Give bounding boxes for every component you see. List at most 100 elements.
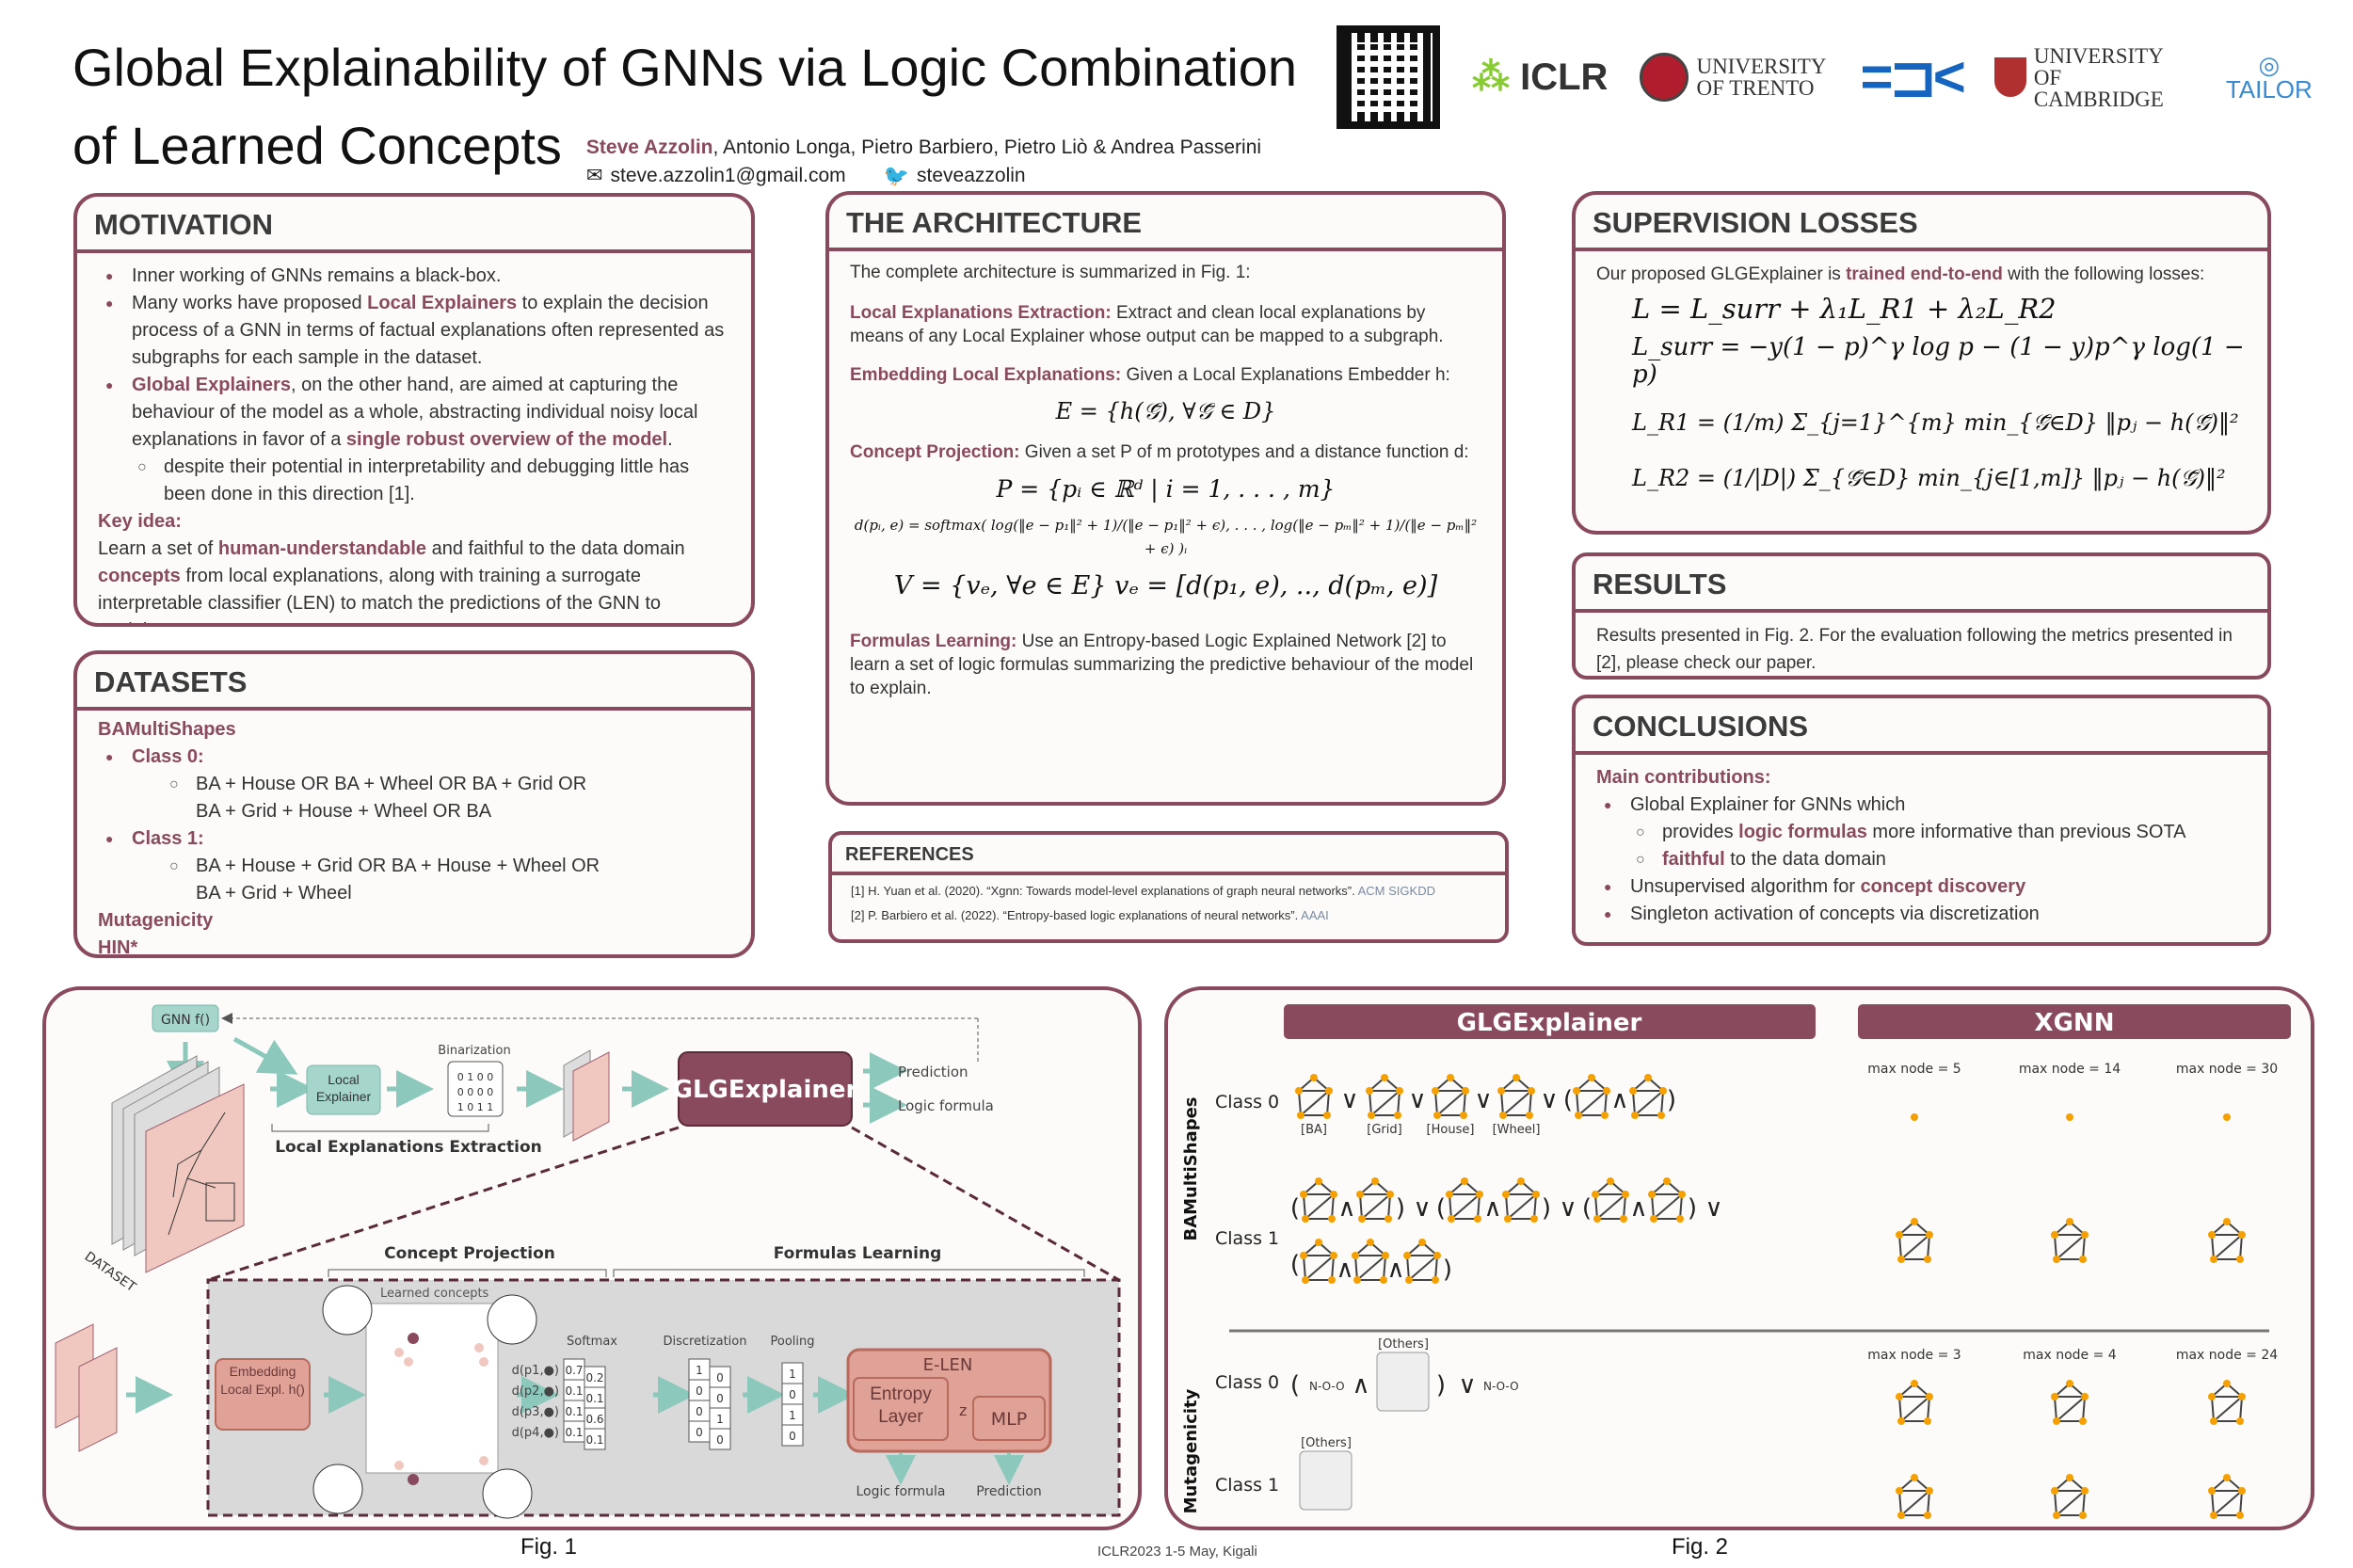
xgnn-molecule — [2208, 1474, 2246, 1519]
motif — [1446, 1177, 1483, 1223]
learned-concepts-label: Learned concepts — [380, 1287, 489, 1301]
mlp-box — [972, 1396, 1046, 1441]
xgnn-header — [1858, 1004, 2291, 1039]
email[interactable]: ✉steve.azzolin1@gmail.com — [586, 162, 846, 190]
figure-1: GNN f() DATASET Local Explainer Binariza… — [42, 986, 1142, 1530]
qr-code[interactable] — [1337, 25, 1440, 129]
xgnn-graph — [2051, 1218, 2089, 1263]
arch-intro: The complete architecture is summarized … — [850, 263, 1251, 282]
glg-header-label: GLGExplainer — [1457, 1009, 1642, 1037]
motif-label: [Wheel] — [1493, 1123, 1541, 1137]
glgexplainer-label: GLGExplainer — [673, 1076, 858, 1104]
motif — [1403, 1239, 1441, 1284]
twitter[interactable]: 🐦steveazzolin — [884, 162, 1026, 190]
equation: L_R1 = (1/m) Σ_{j=1}^{m} min_{𝒢̄∈D} ‖pⱼ … — [1632, 409, 2239, 436]
logic-operator: ∧ — [1337, 1194, 1355, 1223]
vector-value: 0 — [716, 1371, 724, 1384]
distance-labels: d(p1,●)d(p2,●)d(p3,●)d(p4,●) — [512, 1364, 559, 1440]
vector-value: 0 — [696, 1384, 703, 1398]
local-explainer-label: Local Explainer — [315, 1072, 372, 1104]
logic-operator: ) — [1688, 1194, 1697, 1223]
ba-motif — [1295, 1074, 1333, 1119]
xgnn-node — [1911, 1113, 1918, 1121]
prediction-output: Prediction — [898, 1064, 968, 1080]
discretization-label: Discretization — [663, 1335, 746, 1349]
vector-value: 1 — [716, 1413, 724, 1426]
poster-title: Global Explainability of GNNs via Logic … — [72, 38, 1298, 175]
concept-house-bubble — [312, 1464, 363, 1514]
atom: N-O-O — [1483, 1380, 1519, 1393]
logic-operator: ) — [1436, 1371, 1446, 1400]
losses-panel: SUPERVISION LOSSES Our proposed GLGExpla… — [1572, 191, 2271, 535]
xgnn-header-label: XGNN — [2035, 1009, 2115, 1037]
arch-step: Concept Projection: Given a set P of m p… — [850, 442, 1469, 462]
logic-operator: ∨ — [1458, 1371, 1476, 1400]
vector-value: 0 — [696, 1426, 703, 1439]
embedding-label: Embedding Local Expl. h() — [220, 1364, 305, 1397]
fig2-caption: Fig. 2 — [1672, 1534, 1729, 1560]
venue-link[interactable]: ACM SIGKDD — [1357, 884, 1435, 898]
concept-grid-bubble — [322, 1285, 373, 1336]
reference: [2] P. Barbiero et al. (2022). “Entropy-… — [851, 908, 1329, 922]
logic-operator: ( — [1436, 1194, 1446, 1223]
bullet: Inner working of GNNs remains a black-bo… — [98, 263, 730, 290]
elen-label: E-LEN — [923, 1355, 973, 1375]
fbk-logo: =⊐< — [1860, 45, 1965, 108]
equation: L = L_surr + λ₁L_R1 + λ₂L_R2 — [1632, 293, 2057, 325]
others-label: [Others] — [1378, 1337, 1429, 1352]
iclr-logo: ⁂ ICLR — [1472, 56, 1609, 98]
elen-prediction: Prediction — [976, 1484, 1042, 1499]
logic-operator: ∨ — [1540, 1086, 1558, 1114]
xgnn-graphs — [1896, 1113, 2246, 1519]
conclusions-heading: CONCLUSIONS — [1576, 698, 2267, 755]
distance-label: d(p3,●) — [512, 1405, 559, 1419]
vector-value: 0 — [789, 1388, 796, 1401]
motif — [1502, 1177, 1540, 1223]
entropy-layer-box — [853, 1377, 949, 1441]
vector-value: 0.1 — [565, 1384, 583, 1398]
logic-operator: ∧ — [1336, 1256, 1353, 1284]
vector-value: 0 — [789, 1430, 796, 1443]
logic-operator: ∧ — [1483, 1194, 1501, 1223]
concept-projection-label: Concept Projection — [384, 1244, 555, 1263]
dataset-name: HIN* — [98, 937, 138, 958]
architecture-diagram: GNN f() DATASET Local Explainer Binariza… — [55, 1004, 1121, 1519]
sub-bullet: provides logic formulas more informative… — [1596, 819, 2247, 846]
logic-operator: ∨ — [1559, 1194, 1577, 1223]
xgnn-molecule — [1896, 1474, 1933, 1519]
logic-operator: ∧ — [1610, 1086, 1628, 1114]
motif-label: [BA] — [1301, 1123, 1327, 1137]
author-block: Steve Azzolin, Antonio Longa, Pietro Bar… — [586, 134, 1261, 192]
twitter-handle: steveazzolin — [917, 165, 1026, 186]
max-node-label: max node = 5 — [1867, 1062, 1961, 1077]
max-node-label: max node = 30 — [2176, 1062, 2278, 1077]
mail-icon: ✉ — [585, 165, 603, 186]
contributions-label: Main contributions: — [1596, 767, 1771, 788]
losses-intro: Our proposed GLGExplainer is trained end… — [1596, 264, 2205, 284]
class0-formula: ∨∨∨∨(∧) — [1295, 1074, 1676, 1119]
xgnn-molecule — [2051, 1474, 2089, 1519]
vector-cell — [584, 1428, 606, 1450]
motif-label: [House] — [1427, 1123, 1475, 1137]
venue-link[interactable]: AAAI — [1301, 908, 1329, 922]
equation: d(pᵢ, e) = softmax( log(‖e − p₁‖² + 1)/(… — [854, 517, 1478, 557]
footer: ICLR2023 1-5 May, Kigali — [1097, 1544, 1257, 1560]
svg-text:1 0 1 1: 1 0 1 1 — [457, 1101, 493, 1113]
motif — [1648, 1177, 1686, 1223]
class-label: Class 0 — [1215, 1092, 1279, 1112]
logic-formula-output: Logic formula — [898, 1097, 994, 1114]
bullet: Global Explainer for GNNs which — [1596, 792, 2247, 819]
class-label: Class 1: — [98, 825, 730, 853]
logic-operator: ∨ — [1705, 1194, 1722, 1223]
class-label: Class 1 — [1215, 1475, 1279, 1496]
vector-value: 0.1 — [565, 1405, 583, 1418]
softmax-vector-e2: 0.70.10.10.1 — [563, 1358, 585, 1443]
motif-labels: [BA][Grid][House][Wheel] — [1301, 1123, 1540, 1137]
results-figure: GLGExplainer XGNN BAMultiShapes Mutageni… — [1181, 1004, 2291, 1519]
equation: E = {h(𝒢̄), ∀𝒢̄ ∈ D} — [1055, 398, 1276, 424]
class1-formula: (∧)∨(∧)∨(∧)∨(∧∧) — [1290, 1177, 1723, 1284]
key-idea-text: Learn a set of human-understandable and … — [98, 538, 685, 623]
bullet: Singleton activation of concepts via dis… — [1596, 901, 2247, 928]
results-heading: RESULTS — [1576, 556, 2267, 613]
